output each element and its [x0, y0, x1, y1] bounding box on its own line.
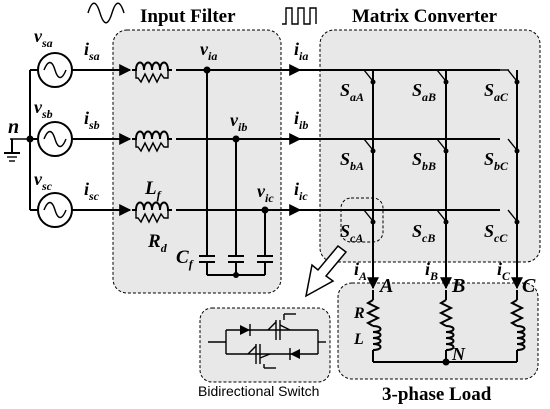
switch-aA: [355, 69, 376, 85]
pulse-wave-icon: [282, 7, 317, 25]
load-inductance-label: L: [353, 331, 364, 348]
switch-bA: [363, 138, 376, 154]
load-branch-c: [509, 290, 526, 362]
zoom-arrow-icon: [304, 244, 348, 298]
load-current-b: iB: [425, 259, 438, 283]
filter-voltage-c: vic: [257, 181, 274, 205]
input-filter-box: [112, 29, 282, 294]
filter-capacitance-label: Cf: [176, 247, 194, 271]
switch-label-aC: SaC: [484, 80, 509, 104]
source-a: [37, 52, 73, 88]
bidirectional-switch-box: [199, 307, 331, 383]
switch-aB: [428, 69, 449, 85]
source-current-b: isb: [84, 108, 100, 132]
switch-label-aB: SaB: [412, 80, 436, 104]
filter-inductor-a: [132, 61, 172, 84]
load-current-c: iC: [497, 259, 511, 283]
ground-icon: [4, 138, 30, 162]
filter-resistance-label: Rd: [147, 231, 168, 255]
load-title: 3-phase Load: [382, 384, 492, 405]
switch-label-aA: SaA: [340, 80, 364, 104]
filter-voltage-b: vib: [230, 110, 247, 134]
load-phase-c: C: [522, 275, 536, 297]
source-voltage-b: vsb: [34, 97, 53, 121]
converter-current-a: iia: [294, 39, 308, 63]
switch-cB: [436, 209, 449, 225]
source-current-a: isa: [84, 39, 100, 63]
switch-cA-highlight: [340, 197, 384, 243]
source-c: [37, 192, 73, 228]
switch-label-cB: ScB: [412, 221, 435, 245]
converter-current-b: iib: [294, 108, 308, 132]
bidirectional-switch-icon: [208, 313, 326, 369]
load-phase-a: A: [378, 275, 393, 297]
source-current-c: isc: [84, 179, 100, 203]
neutral-load-label: N: [451, 344, 466, 364]
source-b: [37, 121, 73, 157]
switch-label-bC: SbC: [484, 149, 509, 173]
switch-label-bA: SbA: [340, 149, 364, 173]
bidirectional-switch-title: Bidirectional Switch: [198, 383, 319, 399]
switch-cA: [363, 209, 376, 225]
source-voltage-c: vsc: [34, 169, 53, 193]
filter-inductor-b: [132, 130, 172, 153]
load-box: [337, 282, 539, 380]
load-current-a: iA: [354, 259, 367, 283]
converter-current-c: iic: [294, 179, 308, 203]
filter-inductor-c: [132, 201, 172, 224]
load-branch-a: [365, 290, 382, 362]
switch-label-cC: ScC: [484, 221, 508, 245]
matrix-converter-title: Matrix Converter: [352, 6, 498, 27]
input-filter-title: Input Filter: [140, 6, 236, 27]
sine-wave-icon: [87, 2, 125, 24]
filter-inductance-label: Lf: [144, 178, 162, 202]
filter-voltage-a: via: [200, 39, 217, 63]
switch-bC: [507, 138, 520, 154]
neutral-source-label: n: [8, 116, 19, 138]
matrix-converter-box: [319, 29, 541, 263]
switch-aC: [499, 69, 520, 85]
source-voltage-a: vsa: [34, 26, 53, 50]
switch-cC: [507, 209, 520, 225]
switch-label-bB: SbB: [412, 149, 436, 173]
load-phase-b: B: [451, 275, 465, 297]
switch-bB: [436, 138, 449, 154]
load-resistance-label: R: [353, 305, 365, 322]
